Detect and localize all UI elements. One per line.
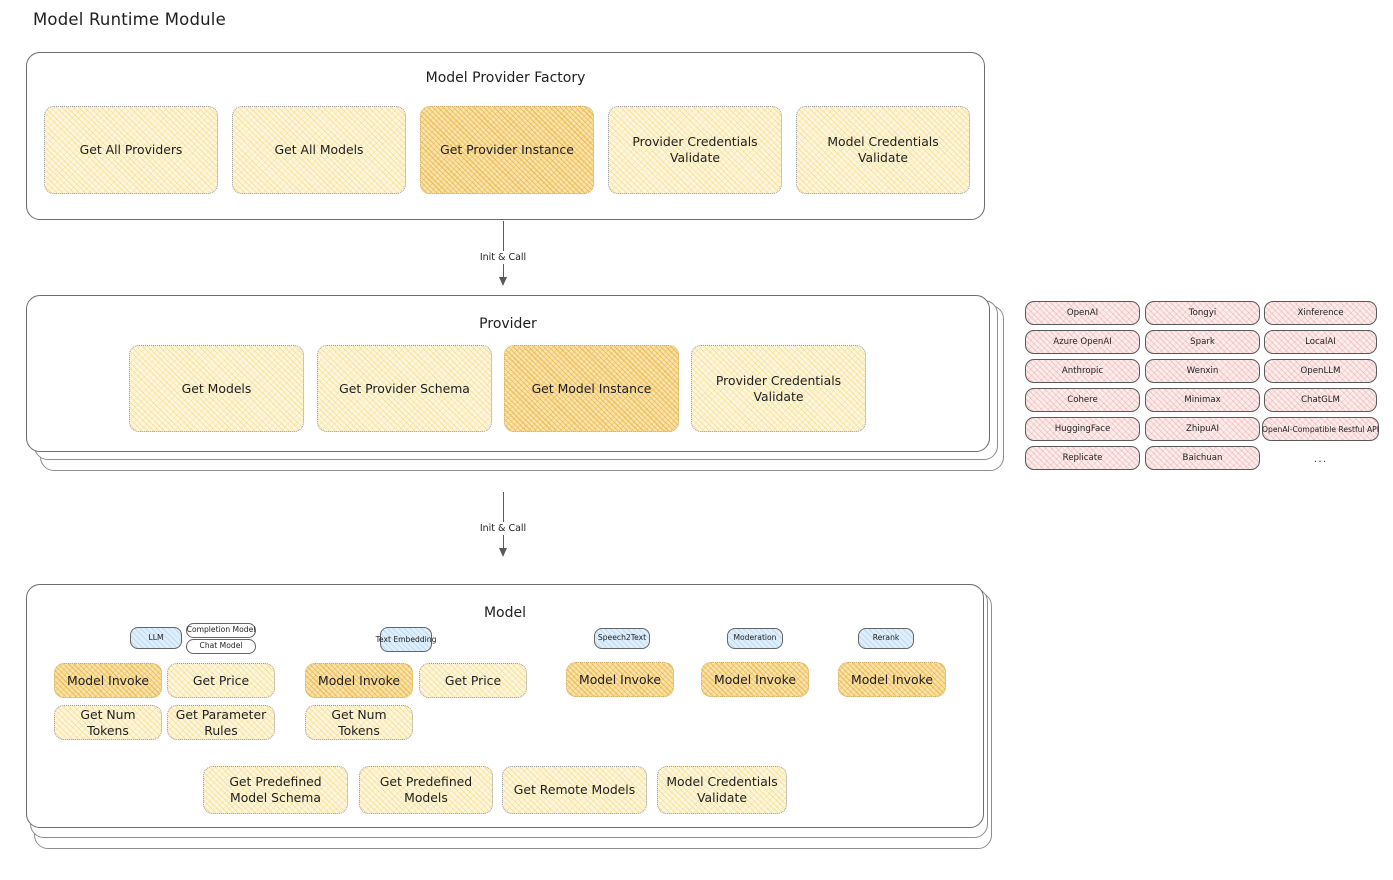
model-type-chip-moderation[interactable]: Moderation [727,628,783,649]
provider-chip-openllm[interactable]: OpenLLM [1264,359,1377,383]
arrow-provider-to-model-head [498,548,507,557]
model-container: Model [26,584,984,828]
model-variant-chip-chat-model[interactable]: Chat Model [186,639,256,654]
model-type-chip-rerank[interactable]: Rerank [858,628,914,649]
provider-chip-replicate[interactable]: Replicate [1025,446,1140,470]
provider-chip-cohere[interactable]: Cohere [1025,388,1140,412]
provider-chip-tongyi[interactable]: Tongyi [1145,301,1260,325]
provider-box-get-provider-schema[interactable]: Get Provider Schema [317,345,492,432]
llm-method-get-price[interactable]: Get Price [167,663,275,698]
provider-chip-huggingface[interactable]: HuggingFace [1025,417,1140,441]
model-title: Model [483,605,527,621]
page-title: Model Runtime Module [33,10,226,29]
provider-chip-openai[interactable]: OpenAI [1025,301,1140,325]
arrow-factory-to-provider-head [498,277,507,286]
model-variant-chip-completion-model[interactable]: Completion Model [186,623,256,638]
provider-chip-minimax[interactable]: Minimax [1145,388,1260,412]
factory-box-get-all-providers[interactable]: Get All Providers [44,106,218,194]
provider-chip-spark[interactable]: Spark [1145,330,1260,354]
model-type-chip-speech2text[interactable]: Speech2Text [594,628,650,649]
provider-chip-azure-openai[interactable]: Azure OpenAI [1025,330,1140,354]
model-type-chip-llm[interactable]: LLM [130,627,182,649]
rerank-method-model-invoke[interactable]: Model Invoke [838,662,946,697]
provider-chip-zhipuai[interactable]: ZhipuAI [1145,417,1260,441]
arrow-factory-to-provider-label: Init & Call [475,251,531,264]
provider-box-get-models[interactable]: Get Models [129,345,304,432]
model-common-get-predefined-models[interactable]: Get Predefined Models [359,766,493,814]
text-embedding-method-model-invoke[interactable]: Model Invoke [305,663,413,698]
provider-box-provider-credentials-validate[interactable]: Provider Credentials Validate [691,345,866,432]
llm-method-model-invoke[interactable]: Model Invoke [54,663,162,698]
provider-chip-xinference[interactable]: Xinference [1264,301,1377,325]
llm-method-get-parameter-rules[interactable]: Get Parameter Rules [167,705,275,740]
text-embedding-method-get-price[interactable]: Get Price [419,663,527,698]
factory-box-model-credentials-validate[interactable]: Model Credentials Validate [796,106,970,194]
llm-method-get-num-tokens[interactable]: Get Num Tokens [54,705,162,740]
moderation-method-model-invoke[interactable]: Model Invoke [701,662,809,697]
model-provider-factory-title: Model Provider Factory [425,70,586,86]
provider-title: Provider [479,316,537,332]
provider-chip-chatglm[interactable]: ChatGLM [1264,388,1377,412]
model-type-chip-text-embedding[interactable]: Text Embedding [376,627,436,652]
arrow-provider-to-model-label: Init & Call [475,522,531,535]
model-common-get-predefined-model-schema[interactable]: Get Predefined Model Schema [203,766,348,814]
factory-box-get-all-models[interactable]: Get All Models [232,106,406,194]
provider-chip-anthropic[interactable]: Anthropic [1025,359,1140,383]
speech2text-method-model-invoke[interactable]: Model Invoke [566,662,674,697]
model-common-get-remote-models[interactable]: Get Remote Models [502,766,647,814]
model-common-model-credentials-validate[interactable]: Model Credentials Validate [657,766,787,814]
provider-chip-openai-compatible-restful-api[interactable]: OpenAI-Compatible Restful API [1262,417,1379,441]
text-embedding-method-get-num-tokens[interactable]: Get Num Tokens [305,705,413,740]
provider-chip-localai[interactable]: LocalAI [1264,330,1377,354]
provider-chip-wenxin[interactable]: Wenxin [1145,359,1260,383]
provider-chip-baichuan[interactable]: Baichuan [1145,446,1260,470]
provider-box-get-model-instance[interactable]: Get Model Instance [504,345,679,432]
provider-list-more-indicator: ... [1313,452,1328,465]
factory-box-provider-credentials-validate[interactable]: Provider Credentials Validate [608,106,782,194]
factory-box-get-provider-instance[interactable]: Get Provider Instance [420,106,594,194]
